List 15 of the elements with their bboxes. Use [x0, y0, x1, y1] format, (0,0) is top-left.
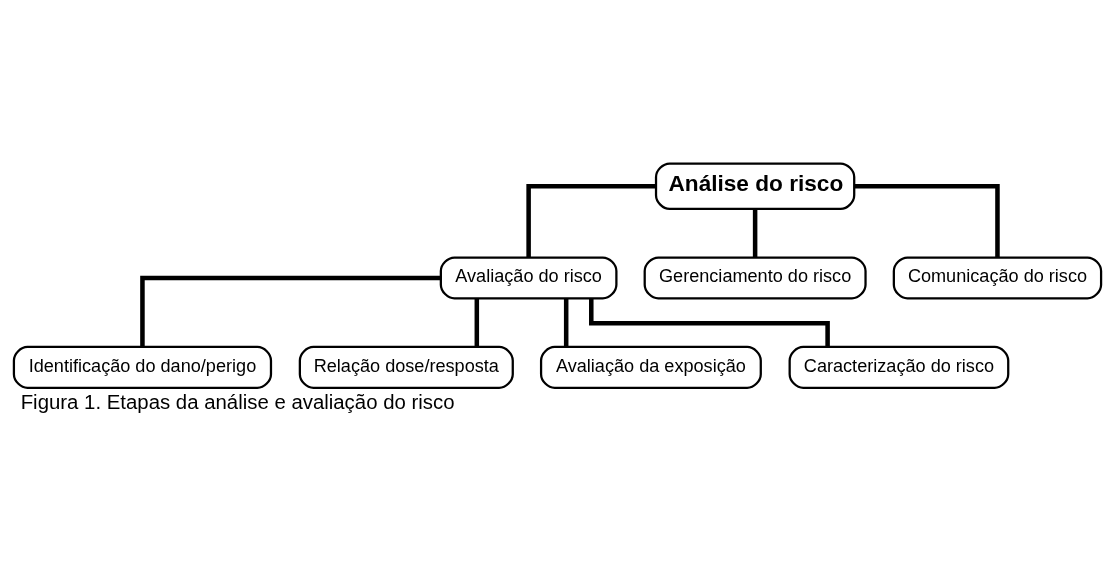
node-box: Caracterização do risco [788, 345, 1010, 389]
node-box: Gerenciamento do risco [643, 255, 867, 299]
connector [140, 275, 441, 347]
caption: Figura 1. Etapas da análise e avaliação do risco [20, 390, 455, 413]
connector [854, 183, 1000, 257]
connector [752, 208, 758, 257]
node-box: Comunicação do risco [892, 255, 1103, 299]
node-box: Relação dose/resposta [298, 345, 514, 389]
connector [563, 298, 569, 347]
node-box: Análise do risco [654, 161, 856, 210]
node-box: Identificação do dano/perigo [12, 345, 273, 389]
node-box: Avaliação da exposição [539, 345, 762, 389]
node-box: Avaliação do risco [439, 255, 618, 299]
connector [526, 183, 656, 257]
connector [474, 298, 480, 347]
